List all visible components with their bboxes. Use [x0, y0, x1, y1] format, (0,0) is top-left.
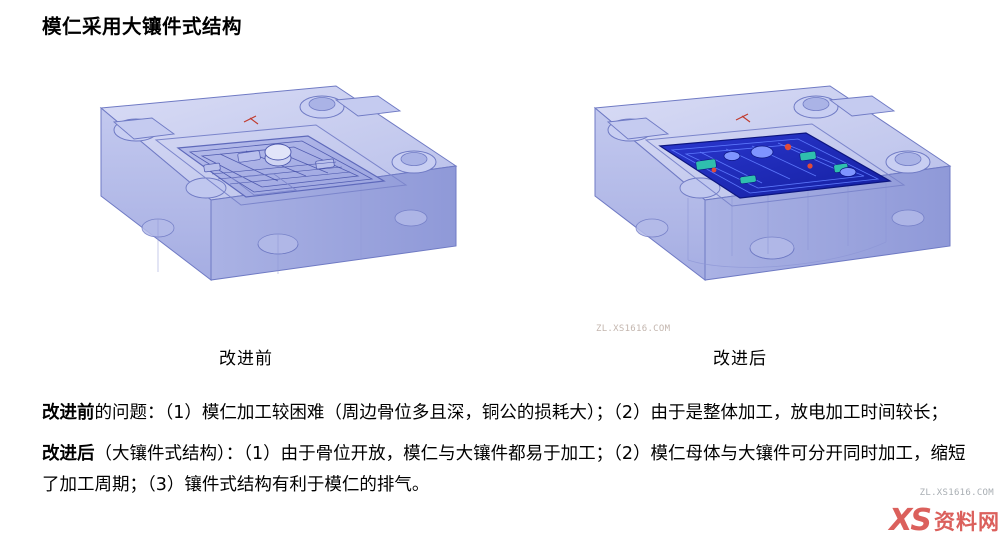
paragraph-before: 改进前的问题：（1）模仁加工较困难（周边骨位多且深，铜公的损耗大）；（2）由于是… [42, 398, 982, 429]
paragraph-before-text: 的问题：（1）模仁加工较困难（周边骨位多且深，铜公的损耗大）；（2）由于是整体加… [94, 403, 949, 423]
figure-before [6, 48, 486, 338]
paragraph-before-lead: 改进前 [42, 403, 95, 423]
mold-block-before [99, 85, 458, 282]
paragraph-after: 改进后（大镶件式结构）：（1）由于骨位开放，模仁与大镶件都易于加工；（2）模仁母… [42, 439, 982, 501]
paragraph-after-text: （大镶件式结构）：（1）由于骨位开放，模仁与大镶件都易于加工；（2）模仁母体与大… [42, 444, 966, 495]
figure-caption-before: 改进前 [219, 349, 273, 369]
mold-block-after [593, 85, 952, 282]
paragraph-after-lead: 改进后 [42, 444, 95, 464]
figure-after [500, 48, 980, 338]
body-text: 改进前的问题：（1）模仁加工较困难（周边骨位多且深，铜公的损耗大）；（2）由于是… [42, 398, 982, 511]
figure-row: 改进前 改进后 ZL.XS1616.COM [0, 48, 1008, 378]
figure-caption-after: 改进后 [713, 349, 767, 369]
page-title: 模仁采用大镶件式结构 [42, 15, 243, 38]
